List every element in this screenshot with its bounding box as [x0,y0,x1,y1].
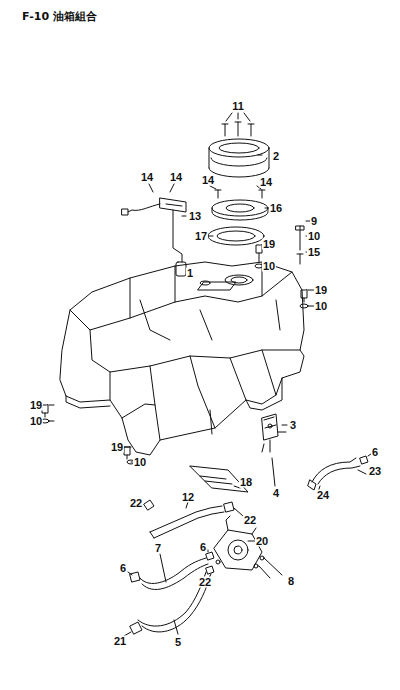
callout-number: 19 [29,400,43,411]
hose [124,554,210,636]
callout-number: 1 [186,268,194,279]
callout-number: 10 [262,261,276,272]
callout-number: 18 [239,477,253,488]
fuel-tank [60,262,304,455]
callout-number: 14 [259,177,273,188]
callout-number: 20 [255,536,269,547]
hose [308,454,371,492]
callout-number: 4 [272,488,280,499]
callout-number: 24 [316,490,330,501]
callout-number: 22 [129,498,143,509]
callout-number: 3 [289,420,297,431]
gasket [208,227,264,245]
callout-number: 6 [199,542,207,553]
callout-number: 7 [154,543,162,554]
callout-number: 10 [314,301,328,312]
bolt-group [41,221,314,464]
callout-number: 9 [310,216,318,227]
callout-number: 19 [262,239,276,250]
callout-number: 10 [133,457,147,468]
callout-number: 12 [181,492,195,503]
callout-number: 2 [272,151,280,162]
callout-number: 8 [287,576,295,587]
callout-number: 15 [307,247,321,258]
callout-number: 22 [198,577,212,588]
callout-number: 21 [113,636,127,647]
fuel-cap [209,139,269,177]
callout-number: 14 [201,175,215,186]
callout-number: 22 [243,515,257,526]
callout-number: 10 [29,416,43,427]
callout-number: 6 [119,563,127,574]
screw-group [149,184,265,198]
fuel-petcock [262,414,287,486]
callout-number: 17 [194,231,208,242]
callout-number: 14 [169,172,183,183]
clamp-group [206,550,214,576]
callout-number: 19 [314,285,328,296]
callout-number: 5 [174,637,182,648]
callout-number: 13 [188,211,202,222]
hose [144,500,243,538]
callout-number: 14 [140,172,154,183]
fuel-level-sender [122,198,186,276]
callout-number: 19 [110,442,124,453]
cap-ring [212,200,268,220]
callout-number: 23 [368,466,382,477]
screw-group [222,113,254,136]
page-title: F-10 油箱組合 [22,9,97,24]
callout-number: 11 [231,101,245,112]
callout-number: 10 [307,231,321,242]
callout-number: 6 [371,447,379,458]
callout-number: 16 [269,203,283,214]
